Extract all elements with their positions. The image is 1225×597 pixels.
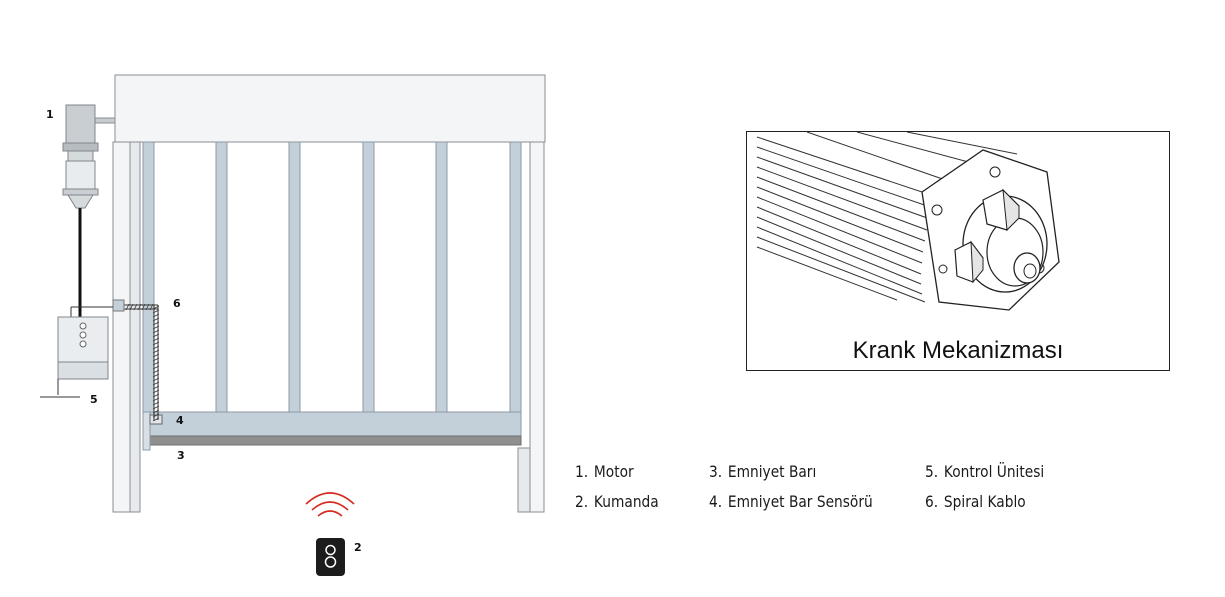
door-header-box bbox=[114, 74, 546, 143]
cable-coil-mark bbox=[152, 385, 160, 390]
motor-unit bbox=[62, 104, 116, 209]
cable-coil-mark bbox=[149, 303, 154, 311]
control-led bbox=[79, 322, 87, 330]
cable-coil-mark bbox=[152, 325, 160, 330]
cable-coil-mark bbox=[145, 303, 150, 311]
left-side-frame bbox=[112, 141, 131, 513]
cable-coil-mark bbox=[152, 341, 160, 346]
bolt-hole bbox=[938, 264, 948, 274]
cable-coil-mark bbox=[152, 373, 160, 378]
cable-coil-mark bbox=[152, 337, 160, 342]
bottom-rail bbox=[142, 411, 522, 437]
legend-item-remote: 2.Kumanda bbox=[575, 492, 659, 511]
bolt-hole bbox=[989, 166, 1001, 178]
legend-label: Motor bbox=[593, 462, 634, 481]
cable-coil-mark bbox=[133, 303, 138, 311]
control-led bbox=[79, 331, 87, 339]
left-bottom-post bbox=[142, 411, 151, 451]
crank-mechanism-caption: Krank Mekanizması bbox=[852, 337, 1064, 364]
slat bbox=[435, 141, 448, 413]
legend-number: 5. bbox=[925, 462, 939, 481]
slat bbox=[509, 141, 522, 413]
control-led bbox=[79, 340, 87, 348]
cable-coil-mark bbox=[152, 309, 160, 314]
control-unit bbox=[40, 316, 109, 398]
cable-coil-mark bbox=[152, 329, 160, 334]
slat bbox=[215, 141, 228, 413]
cable-coil-mark bbox=[152, 393, 160, 398]
left-inner-frame bbox=[129, 141, 141, 513]
signal-wave-icon bbox=[317, 510, 343, 517]
cable-coil-mark bbox=[152, 349, 160, 354]
cable-coil-mark bbox=[141, 303, 146, 311]
marker-motor: 1 bbox=[46, 108, 54, 121]
cable-coil-mark bbox=[152, 381, 160, 386]
legend-item-safety-bar-sensor: 4.Emniyet Bar Sensörü bbox=[709, 492, 873, 511]
right-inner-frame bbox=[517, 447, 531, 513]
legend-item-safety-bar: 3.Emniyet Barı bbox=[709, 462, 816, 481]
legend-item-motor: 1.Motor bbox=[575, 462, 634, 481]
cable-coil-mark bbox=[152, 389, 160, 394]
legend-label: Emniyet Barı bbox=[727, 462, 817, 481]
legend-label: Kumanda bbox=[593, 492, 659, 511]
safety-bar bbox=[149, 435, 522, 446]
cable-coil-mark bbox=[125, 303, 130, 311]
legend-label: Spiral Kablo bbox=[943, 492, 1026, 511]
cable-coil-mark bbox=[152, 333, 160, 338]
cable-coil-mark bbox=[152, 397, 160, 402]
marker-safety-bar: 3 bbox=[177, 449, 185, 462]
marker-control-unit: 5 bbox=[90, 393, 98, 406]
legend-number: 4. bbox=[709, 492, 723, 511]
cable-coil-mark bbox=[152, 313, 160, 318]
cable-coil-mark bbox=[152, 365, 160, 370]
marker-safety-bar-sensor: 4 bbox=[176, 414, 184, 427]
remote-button bbox=[325, 544, 336, 556]
legend-number: 3. bbox=[709, 462, 723, 481]
vertical-slats bbox=[142, 141, 522, 413]
cable-coil-mark bbox=[152, 305, 160, 310]
motor-body bbox=[65, 104, 96, 148]
spiral-cable-hatch bbox=[125, 303, 160, 422]
legend-number: 2. bbox=[575, 492, 589, 511]
cable-coil-mark bbox=[152, 345, 160, 350]
cable-coil-mark bbox=[152, 321, 160, 326]
cable-coil-mark bbox=[152, 405, 160, 410]
legend-item-control-unit: 5.Kontrol Ünitesi bbox=[925, 462, 1044, 481]
remote-control bbox=[305, 492, 355, 576]
cable-coil-mark bbox=[152, 361, 160, 366]
cable-coil-mark bbox=[152, 353, 160, 358]
cable-coil-mark bbox=[152, 369, 160, 374]
tube-ribs bbox=[756, 132, 1018, 303]
cable-coil-mark bbox=[129, 303, 134, 311]
cable-connector bbox=[112, 299, 125, 312]
cable-coil-mark bbox=[152, 413, 160, 418]
bolt-hole bbox=[931, 204, 943, 216]
remote-button bbox=[324, 556, 337, 568]
legend-number: 6. bbox=[925, 492, 939, 511]
cable-coil-mark bbox=[152, 317, 160, 322]
slat bbox=[288, 141, 301, 413]
right-side-frame bbox=[529, 141, 545, 513]
cable-coil-mark bbox=[137, 303, 142, 311]
cable-coil-mark bbox=[152, 401, 160, 406]
crank-mechanism-inset: Krank Mekanizması bbox=[746, 131, 1170, 371]
cable-coil-mark bbox=[152, 409, 160, 414]
motor-mount-arm bbox=[94, 117, 116, 124]
marker-spiral-cable: 6 bbox=[173, 297, 181, 310]
legend-label: Kontrol Ünitesi bbox=[943, 462, 1045, 481]
crank-mechanism-illustration bbox=[756, 132, 1060, 311]
slat bbox=[142, 141, 155, 413]
marker-remote: 2 bbox=[354, 541, 362, 554]
legend-number: 1. bbox=[575, 462, 589, 481]
legend-label: Emniyet Bar Sensörü bbox=[727, 492, 873, 511]
cable-coil-mark bbox=[152, 357, 160, 362]
cable-coil-mark bbox=[152, 417, 160, 422]
slat bbox=[362, 141, 375, 413]
legend-item-spiral-cable: 6.Spiral Kablo bbox=[925, 492, 1026, 511]
cable-coil-mark bbox=[152, 377, 160, 382]
